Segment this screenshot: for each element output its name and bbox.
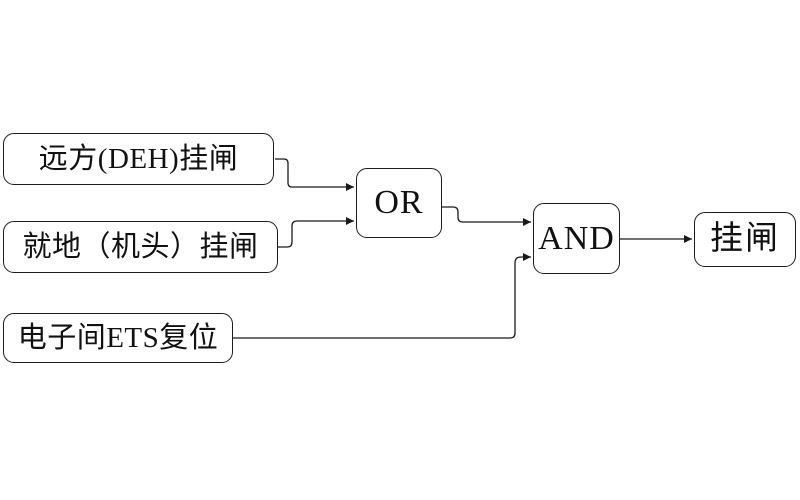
and-gate: AND [533,203,620,274]
connector-local-to-or [278,217,354,248]
connector-ets-to-and [233,253,531,339]
node-label: OR [374,184,424,221]
node-input-local-head-latch: 就地（机头）挂闸 [3,221,278,273]
node-label: 就地（机头）挂闸 [22,230,259,263]
connector-remote-to-or [275,158,354,191]
or-gate: OR [356,168,442,238]
node-input-remote-deh-latch: 远方(DEH)挂闸 [3,133,274,185]
node-label: 远方(DEH)挂闸 [38,142,239,175]
node-label: 电子间ETS复位 [17,321,219,354]
node-input-ets-reset: 电子间ETS复位 [3,313,233,363]
node-output-latch: 挂闸 [694,212,796,267]
node-label: 挂闸 [710,221,780,257]
node-label: AND [538,219,615,257]
connector-or-to-and [442,206,531,226]
